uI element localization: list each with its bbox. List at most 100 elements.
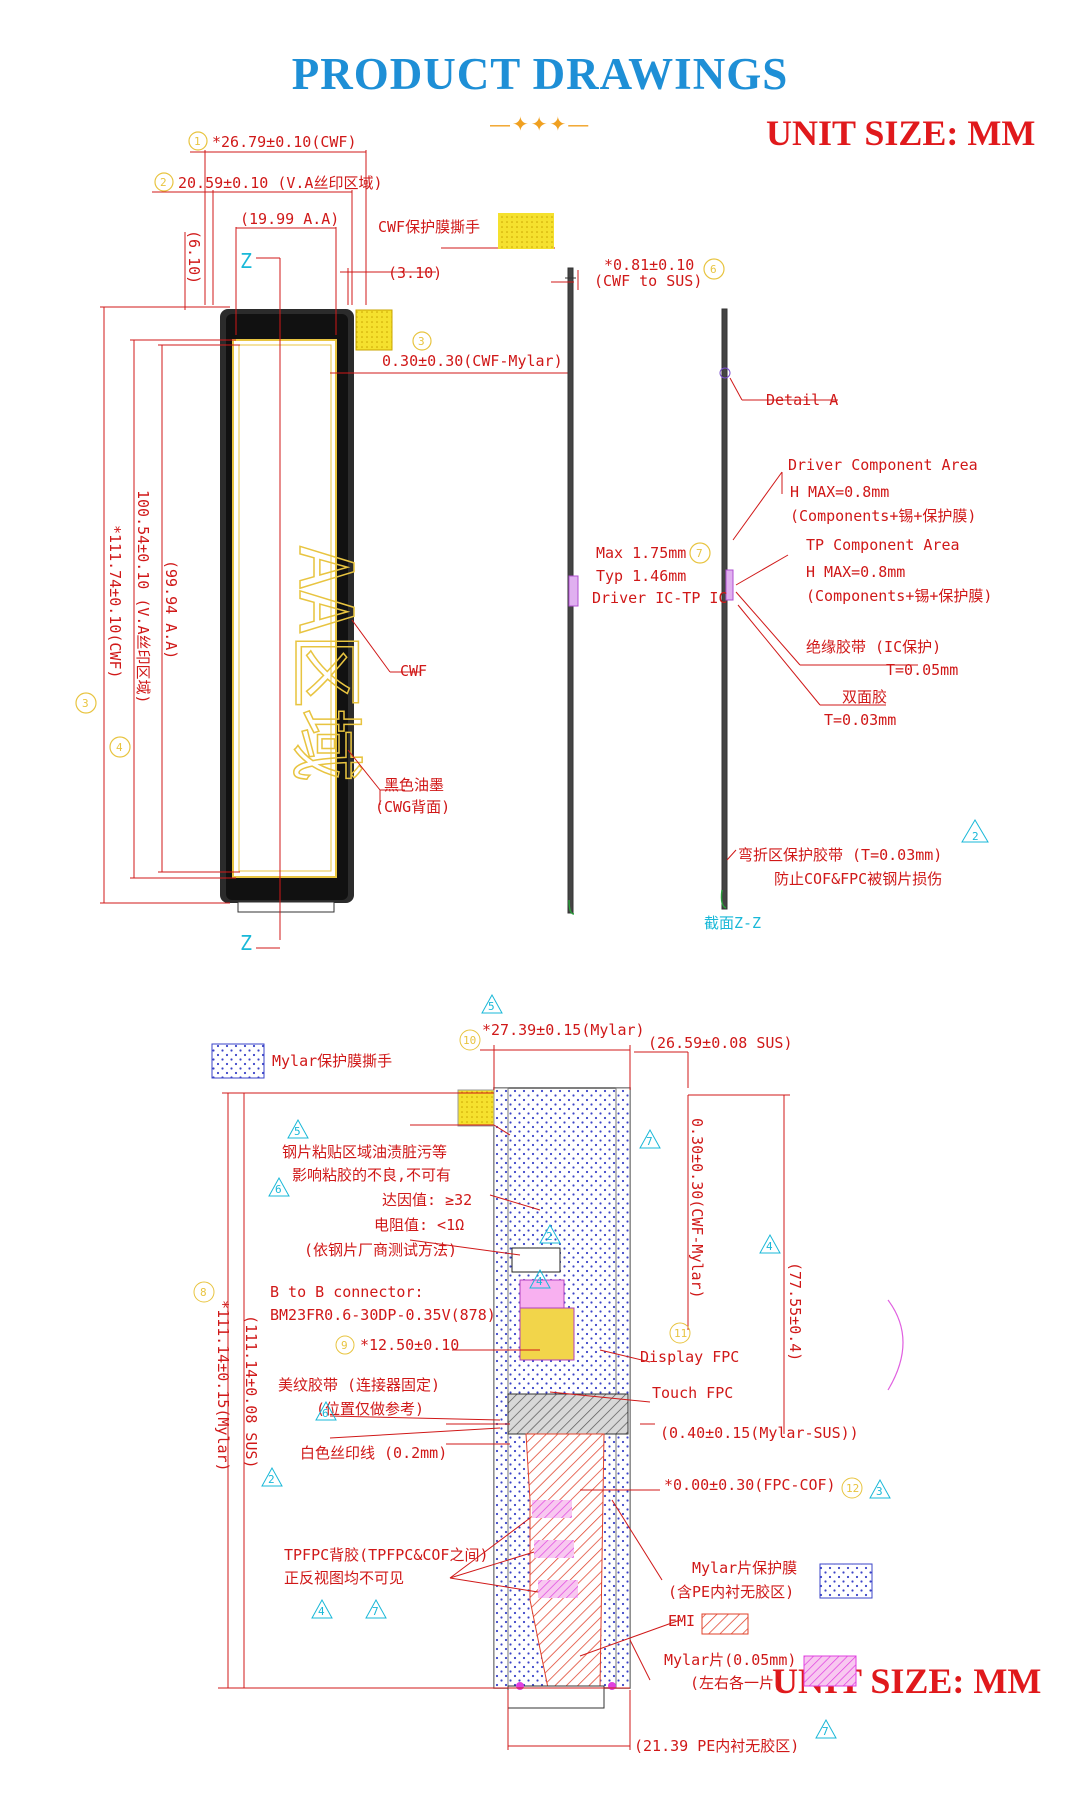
marker-10: 10 (463, 1034, 476, 1047)
marker-8: 8 (200, 1286, 207, 1299)
ic-pad-2 (519, 1307, 575, 1361)
ic-label: Driver IC-TP IC (592, 589, 727, 607)
driver-hmax: H MAX=0.8mm (790, 483, 889, 501)
delta-4c: 4 (318, 1605, 325, 1618)
dim-77-55: (77.55±0.4) (786, 1262, 804, 1361)
steel-note-1: 钢片粘贴区域油渍脏污等 (282, 1143, 447, 1161)
fpc-bottom-tab (237, 901, 335, 913)
section-z-top: Z (240, 249, 252, 273)
dim-cwf-width: *26.79±0.10(CWF) (212, 133, 357, 151)
dim-mylar-sus: (0.40±0.15(Mylar-SUS)) (660, 1424, 859, 1442)
marker-2: 2 (160, 176, 167, 189)
dim-cwf-sus: *0.81±0.10 (604, 256, 694, 274)
active-area (232, 339, 337, 878)
dim-mylar-width: *27.39±0.15(Mylar) (482, 1021, 645, 1039)
cwf-tab-legend (498, 213, 554, 249)
delta-2-top-text: 2 (972, 830, 979, 843)
delta-4b: 4 (766, 1240, 773, 1253)
tape-label: 美纹胶带 (连接器固定) (278, 1376, 440, 1394)
marker-12: 12 (846, 1482, 859, 1495)
mylar-sheet-label: Mylar片(0.05mm) (664, 1651, 796, 1669)
mylar-sheet-note: (左右各一片) (690, 1674, 783, 1692)
dim-va-height: 100.54±0.10 (V.A丝印区域) (134, 490, 152, 704)
marker-6: 6 (710, 263, 717, 276)
unit-size-top: UNIT SIZE: MM (766, 113, 1036, 153)
page-title: PRODUCT DRAWINGS (291, 49, 789, 99)
back-view (457, 1087, 631, 1709)
driver-components: (Components+锡+保护膜) (790, 507, 976, 525)
insulation-tape-label: 绝缘胶带 (IC保护) (806, 638, 941, 656)
pe-liner-dim: (21.39 PE内衬无胶区) (634, 1737, 799, 1755)
delta-5a: 5 (488, 1000, 495, 1013)
steel-note-5: (依钢片厂商测试方法) (304, 1241, 457, 1259)
marker-3: 3 (418, 335, 425, 348)
insulation-thickness: T=0.05mm (886, 661, 958, 679)
cwf-label: CWF (400, 662, 427, 680)
bottom-dimension-lines (218, 1045, 790, 1750)
side-leaders (551, 270, 918, 861)
tpfpc-adhesive-1 (532, 1500, 572, 1518)
silk-line-label: 白色丝印线 (0.2mm) (300, 1444, 447, 1462)
tpfpc-adhesive-2 (534, 1540, 574, 1558)
tp-area-label: TP Component Area (806, 536, 960, 554)
marker-4: 4 (116, 741, 123, 754)
side-view-2 (719, 308, 734, 910)
delta-6b: 6 (322, 1407, 329, 1420)
mylar-tab-label: Mylar保护膜撕手 (272, 1052, 392, 1070)
dim-fpc-cof: *0.00±0.30(FPC-COF) (664, 1476, 836, 1494)
front-view: AA区域 (220, 309, 393, 913)
dim-aa-width: (19.99 A.A) (240, 210, 339, 228)
tape-note: (位置仅做参考) (316, 1400, 424, 1418)
dim-va-width: 20.59±0.10 (V.A丝印区域) (178, 174, 383, 192)
btob-connector (511, 1247, 561, 1273)
dim-12-50: *12.50±0.10 (360, 1336, 459, 1354)
mylar-tab-legend (211, 1043, 265, 1079)
tp-components: (Components+锡+保护膜) (806, 587, 992, 605)
ic-typ-height: Typ 1.46mm (596, 567, 686, 585)
bend-dot-right (608, 1682, 616, 1690)
section-zz-label: 截面Z-Z (704, 914, 761, 932)
dim-cwf-height: *111.74±0.10(CWF) (106, 525, 124, 679)
dim-cwf-mylar: 0.30±0.30(CWF-Mylar) (382, 352, 563, 370)
mylar-protect-note: (含PE内衬无胶区) (668, 1583, 794, 1601)
btob-partno: BM23FR0.6-30DP-0.35V(878) (270, 1306, 496, 1324)
cwf-tab-label: CWF保护膜撕手 (378, 218, 480, 236)
yellow-markers (75, 131, 725, 758)
delta-7a: 7 (646, 1135, 653, 1148)
marker-3b: 3 (82, 697, 89, 710)
emi-label: EMI (668, 1612, 695, 1630)
mylar-peel-tab (457, 1089, 495, 1127)
delta-3: 3 (876, 1485, 883, 1498)
title-decoration: —✦✦✦— (490, 114, 591, 136)
black-ink-label: 黑色油墨 (384, 776, 444, 794)
delta-7c: 7 (822, 1725, 829, 1738)
double-tape-thickness: T=0.03mm (824, 711, 896, 729)
delta-6a: 6 (275, 1183, 282, 1196)
marker-1: 1 (194, 135, 201, 148)
steel-note-4: 电阻值: <1Ω (374, 1216, 464, 1234)
dim-cwf-sus-sub: (CWF to SUS) (594, 272, 702, 290)
dim-mylar-height: *111.14±0.15(Mylar) (214, 1300, 232, 1472)
dim-cwf-mylar-v: 0.30±0.30(CWF-Mylar) (688, 1118, 706, 1299)
top-dimension-lines (100, 150, 568, 949)
display-fpc-label: Display FPC (640, 1348, 739, 1366)
yellow-circles-bottom (193, 1029, 863, 1499)
bend-tape-label: 弯折区保护胶带 (T=0.03mm) (738, 846, 942, 864)
steel-note-2: 影响粘胶的不良,不可有 (292, 1166, 451, 1184)
tpfpc-adhesive-3 (538, 1580, 578, 1598)
bend-dot-left (516, 1682, 524, 1690)
dim-3-10: (3.10) (388, 264, 442, 282)
double-tape-label: 双面胶 (842, 688, 887, 706)
aa-inner-line (238, 344, 332, 872)
tpfpc-adhesive-label: TPFPC背胶(TPFPC&COF之间) (284, 1546, 489, 1564)
mylar-protect-legend (819, 1563, 873, 1599)
mylar-right-strip (615, 1087, 631, 1689)
steel-note-3: 达因值: ≥32 (382, 1191, 472, 1209)
delta-2a: 2 (546, 1230, 553, 1243)
driver-area-label: Driver Component Area (788, 456, 978, 474)
ic-max-height: Max 1.75mm (596, 544, 686, 562)
arc-mark (887, 1299, 904, 1391)
touch-fpc-band (507, 1393, 629, 1435)
mylar-sheet-legend (803, 1655, 857, 1687)
